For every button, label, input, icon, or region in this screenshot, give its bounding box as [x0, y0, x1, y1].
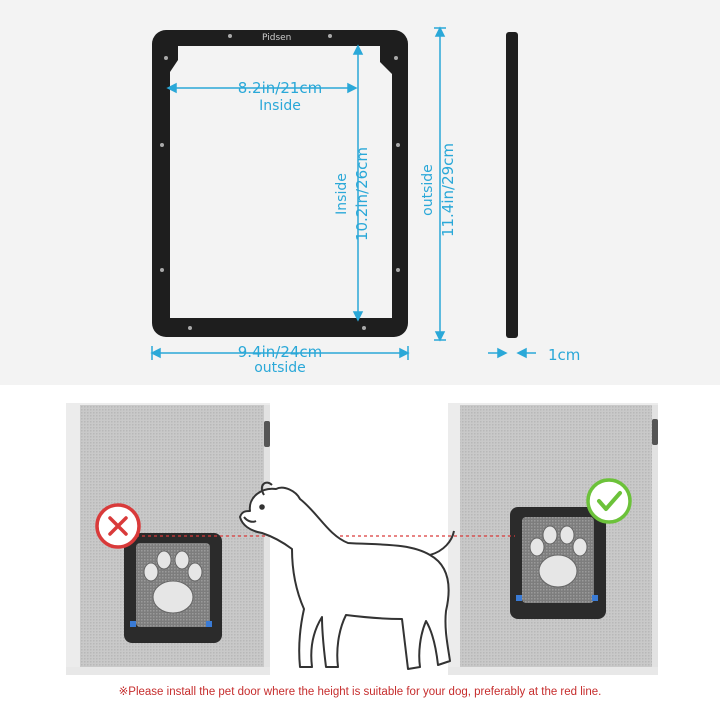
outside-height-label: outside — [420, 164, 436, 216]
check-icon — [586, 478, 632, 524]
installation-note: ※Please install the pet door where the h… — [118, 686, 602, 698]
inside-width-label: Inside — [259, 98, 301, 114]
inside-height-label: Inside — [334, 173, 350, 215]
inside-width-value: 8.2in/21cm — [237, 79, 323, 97]
pet-door-right — [510, 507, 606, 619]
dog-outline — [239, 481, 455, 670]
brand-logo: Pidsen — [262, 33, 291, 43]
door-frame-side-view — [506, 32, 518, 338]
thickness-value: 1cm — [548, 346, 581, 364]
outside-height-value: 11.4in/29cm — [439, 142, 457, 238]
inside-height-value: 10.2in/26cm — [353, 146, 371, 242]
door-frame-front-view: Pidsen — [150, 26, 536, 360]
outside-width-label: outside — [254, 360, 306, 376]
pet-door-left — [124, 533, 222, 643]
cross-icon — [95, 503, 141, 549]
outside-width-value: 9.4in/24cm — [237, 343, 323, 361]
installation-illustration — [66, 403, 658, 675]
